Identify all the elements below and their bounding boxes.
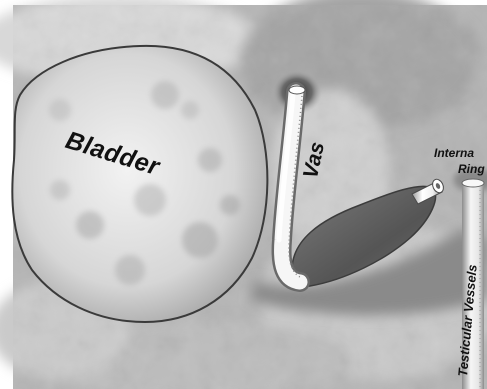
internal-ring-label-line1: Interna: [434, 147, 474, 159]
internal-ring-label-line2: Ring: [458, 163, 485, 175]
bladder: [12, 46, 267, 322]
